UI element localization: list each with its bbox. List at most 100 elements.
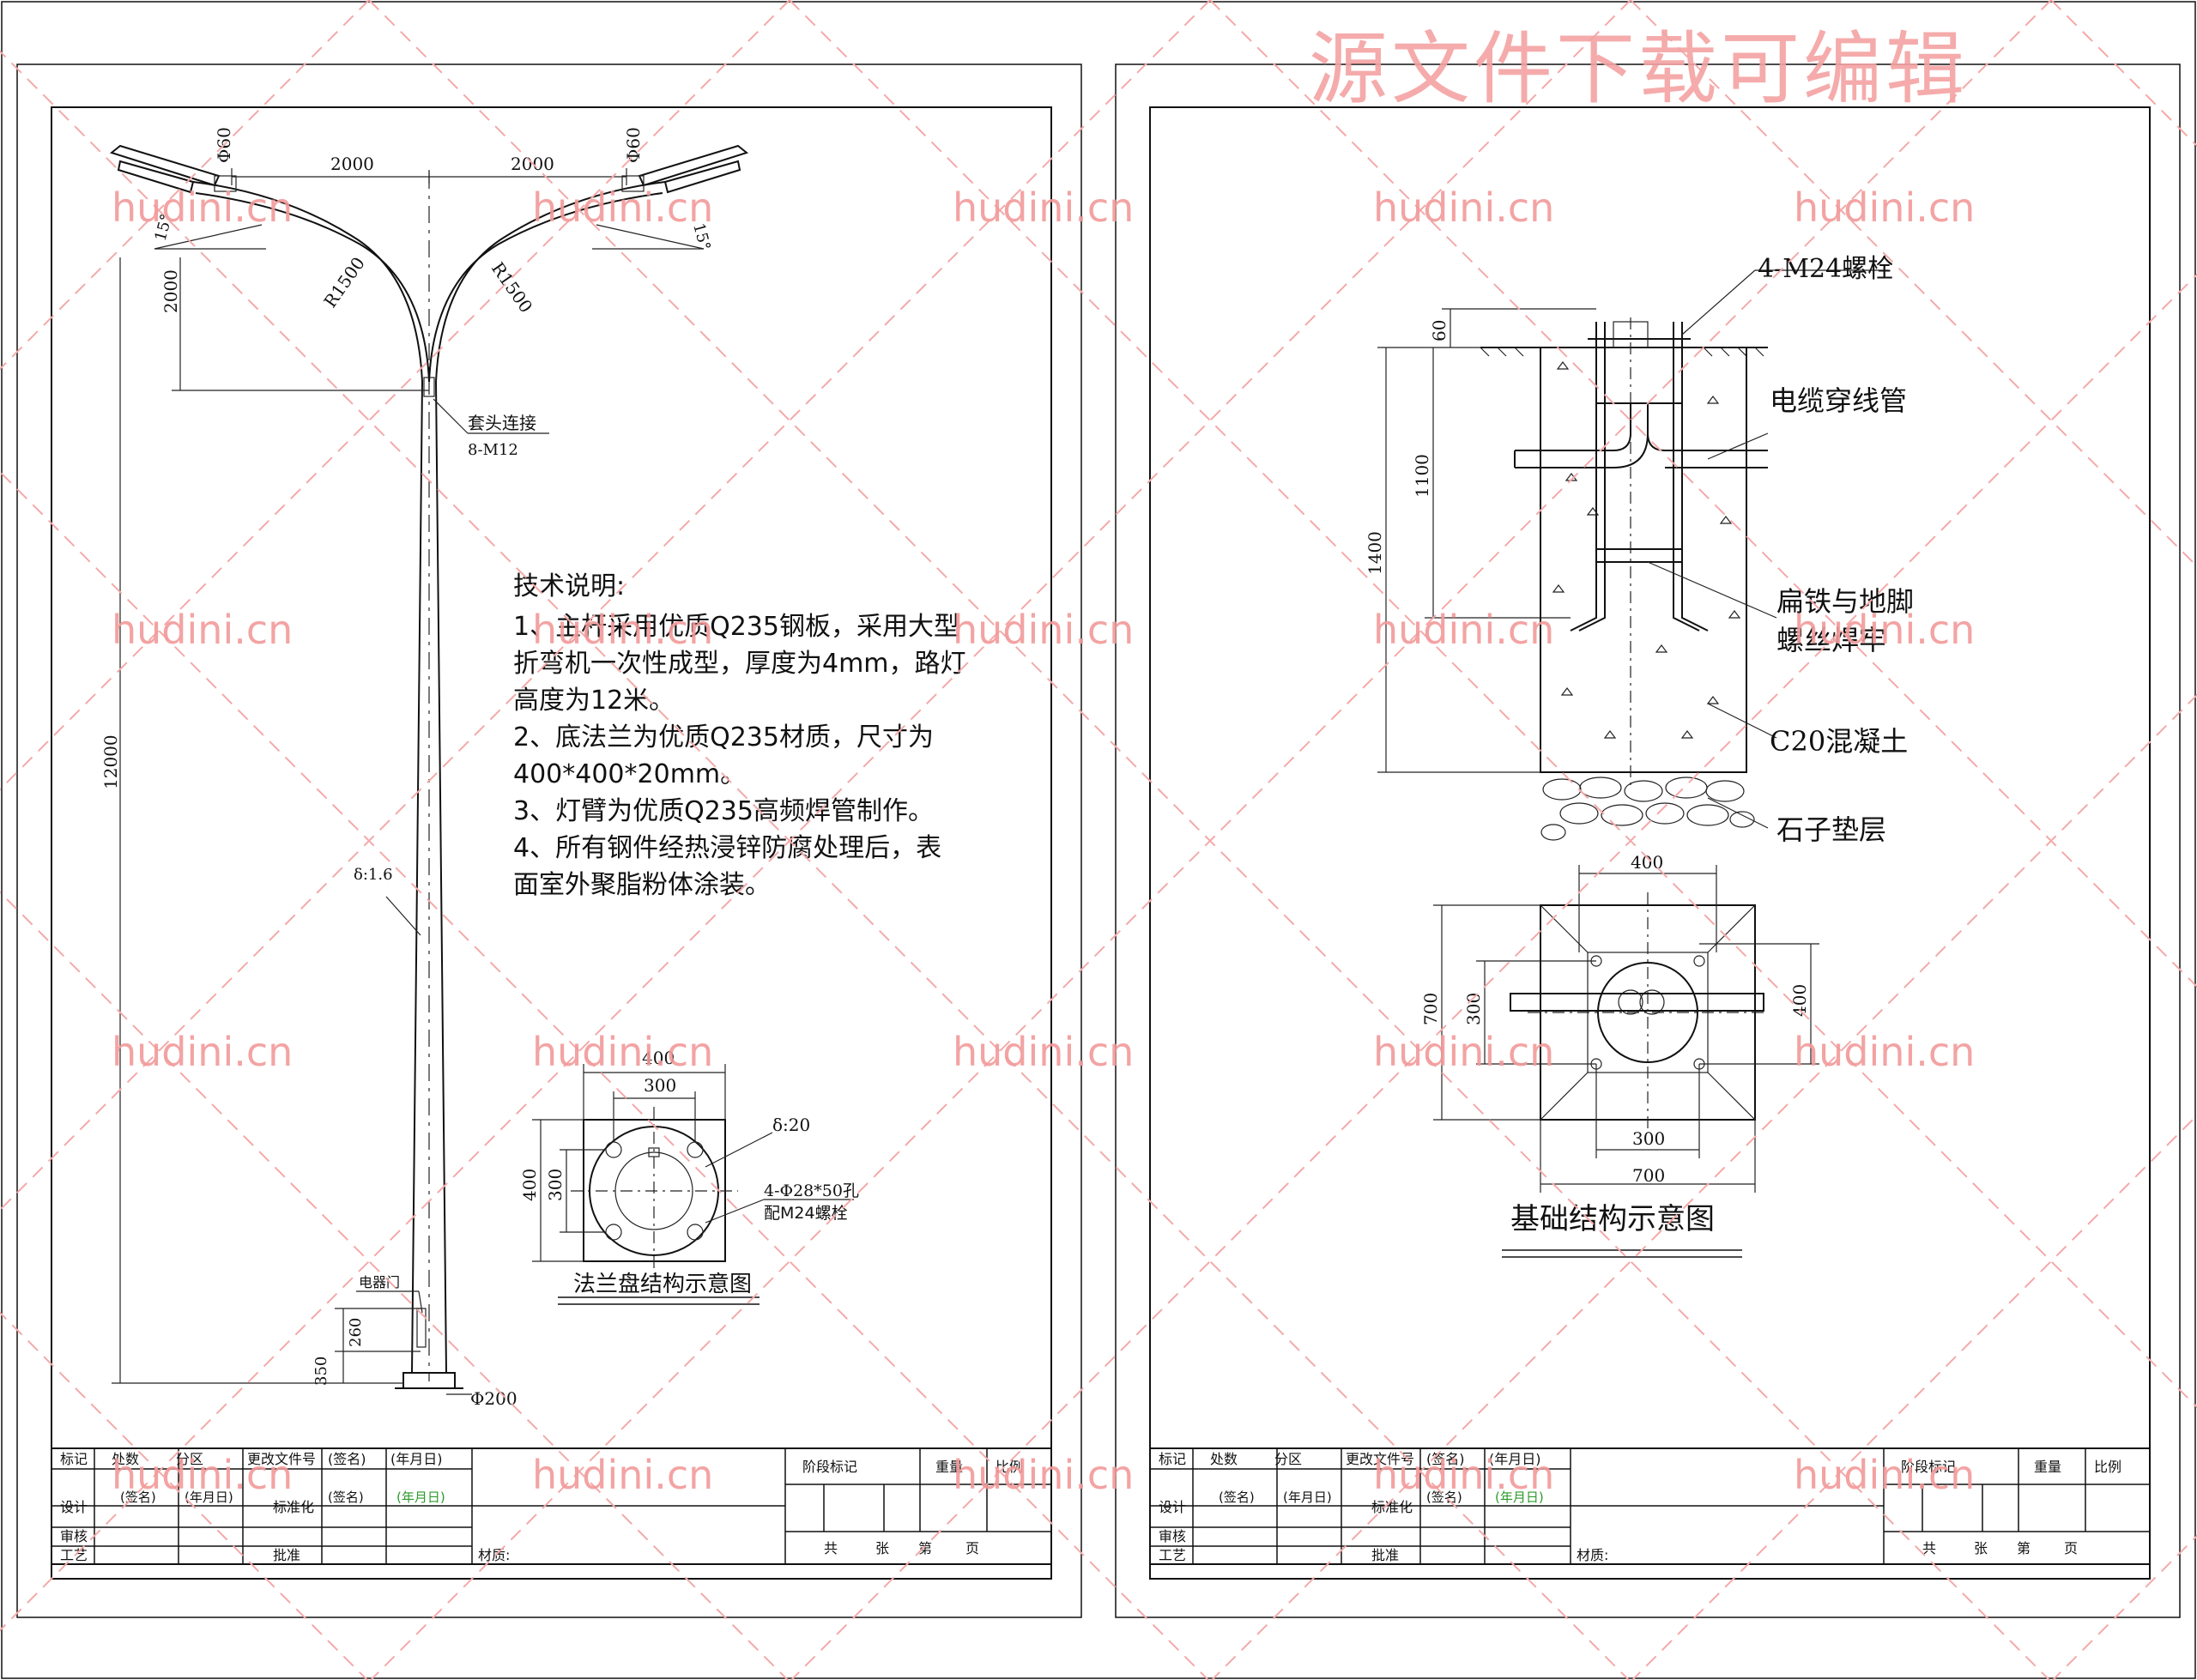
watermark-site-label: hudini.cn: [112, 1029, 293, 1075]
pole-dimensions: [112, 168, 705, 1395]
label-anchor-bolts: 4-M24螺栓: [1758, 254, 1893, 284]
title-block-1-labels: 标记 处数 分区 更改文件号 (签名) (年月日) 设计 (签名) (年月日) …: [60, 1451, 1023, 1563]
watermark-site-label: hudini.cn: [532, 184, 713, 231]
watermark-site-label: hudini.cn: [1373, 1029, 1554, 1075]
dim-1400: 1400: [1365, 531, 1385, 575]
tb1-page: 页: [965, 1540, 979, 1556]
tb2-zone: 分区: [1274, 1451, 1302, 1467]
flange-dim-400-left: 400: [519, 1169, 540, 1201]
tb2-count: 处数: [1210, 1451, 1238, 1467]
tb2-design-date: (年月日): [1283, 1490, 1332, 1505]
notes-line-4: 2、底法兰为优质Q235材质，尺寸为: [513, 722, 934, 752]
tb1-approve: 批准: [273, 1547, 300, 1563]
dim-60: 60: [1429, 320, 1450, 341]
tb2-mark: 标记: [1159, 1451, 1186, 1467]
title-block-1: [51, 1447, 1052, 1565]
notes-line-5: 400*400*20mm。: [513, 759, 746, 789]
watermark-site-label: hudini.cn: [953, 1452, 1134, 1498]
foundation-labels: 4-M24螺栓 电缆穿线管 扁铁与地脚 螺丝焊牢 C20混凝土 石子垫层 60 …: [1365, 254, 1914, 846]
watermark-texts: hudini.cn hudini.cn hudini.cn hudini.cn hudi…: [112, 184, 1975, 1498]
dim-pole-height: 12000: [100, 734, 121, 789]
label-gravel: 石子垫层: [1776, 813, 1886, 846]
label-flat-iron-1: 扁铁与地脚: [1776, 585, 1914, 618]
tb2-std-sign: (签名): [1426, 1490, 1462, 1505]
callout-joint: 套头连接: [468, 413, 536, 433]
tb1-check: 审核: [60, 1528, 88, 1544]
tb1-mark: 标记: [60, 1451, 88, 1467]
tb1-date: (年月日): [390, 1451, 443, 1467]
tb1-std-date: (年月日): [396, 1490, 445, 1505]
dim-1100: 1100: [1412, 454, 1432, 498]
tb2-design: 设计: [1159, 1499, 1186, 1515]
tb2-stage: 阶段标记: [1901, 1459, 1956, 1475]
watermark-site-label: hudini.cn: [532, 1029, 713, 1075]
title-block-2-labels: 标记 处数 分区 更改文件号 (签名) (年月日) 设计 (签名) (年月日) …: [1159, 1451, 2121, 1563]
flange-labels: 400 300 400 300 δ:20 4-Φ28*50孔 配M24螺栓 法兰…: [519, 1048, 859, 1297]
watermark-diagonal: [0, 0, 1211, 1212]
tb1-std-sign: (签名): [328, 1490, 364, 1505]
tb2-craft: 工艺: [1159, 1547, 1186, 1563]
technical-notes: 技术说明: 1、主杆采用优质Q235钢板，采用大型 折弯机一次性成型，厚度为4m…: [513, 571, 966, 900]
tb1-stage: 阶段标记: [802, 1459, 857, 1475]
notes-line-2: 折弯机一次性成型，厚度为4mm，路灯: [513, 649, 966, 679]
watermark-diagonal: [0, 50, 1630, 1680]
tb2-date: (年月日): [1489, 1451, 1541, 1467]
callout-joint-bolts: 8-M12: [468, 441, 518, 459]
watermark-diagonal: [1211, 693, 2197, 1680]
watermark-banner: 源文件下载可编辑: [1309, 23, 1968, 115]
pole-elevation: [109, 144, 749, 1389]
plan-dim-700-left: 700: [1420, 993, 1441, 1025]
dim-taper: δ:1.6: [354, 866, 393, 884]
tb2-page: 页: [2064, 1540, 2078, 1556]
watermark-diagonal: [1209, 0, 2197, 988]
tb1-design: 设计: [60, 1499, 88, 1515]
tb1-weight: 重量: [935, 1459, 963, 1475]
tb2-page-no: 第: [2017, 1540, 2031, 1556]
tb2-standard: 标准化: [1371, 1499, 1413, 1515]
plan-dim-300-bottom: 300: [1632, 1128, 1665, 1149]
tb1-material: 材质:: [478, 1547, 510, 1563]
tb1-total: 共: [824, 1540, 838, 1556]
watermark-site-label: hudini.cn: [1373, 1452, 1554, 1498]
dim-arm-left: 2000: [330, 154, 374, 174]
watermark-site-label: hudini.cn: [112, 607, 293, 653]
watermark-diagonal: [2050, 0, 2197, 148]
flange-dim-300-left: 300: [545, 1169, 566, 1201]
watermark-site-label: hudini.cn: [532, 607, 713, 653]
dim-radius-left: R1500: [319, 253, 368, 311]
watermark-site-label: hudini.cn: [953, 1029, 1134, 1075]
watermark-site-label: hudini.cn: [1794, 1452, 1975, 1498]
pole-dim-labels: 2000 2000 Φ60 Φ60 15° 15° R1500 R1500 20…: [100, 127, 714, 1409]
watermark-diagonal: [789, 0, 2197, 1409]
tb1-scale: 比例: [996, 1459, 1023, 1475]
title-block-2: [1149, 1447, 2151, 1565]
tb1-design-date: (年月日): [185, 1490, 233, 1505]
flange-caption: 法兰盘结构示意图: [573, 1272, 752, 1297]
notes-title: 技术说明:: [513, 571, 625, 601]
notes-line-6: 3、灯臂为优质Q235高频焊管制作。: [513, 796, 934, 826]
tb1-sheet: 张: [875, 1540, 889, 1556]
tb1-zone: 分区: [176, 1451, 203, 1467]
callout-door: 电器门: [359, 1274, 400, 1290]
tb1-standard: 标准化: [273, 1499, 314, 1515]
notes-line-7: 4、所有钢件经热浸锌防腐处理后，表: [513, 833, 941, 863]
tb2-scale: 比例: [2094, 1459, 2121, 1475]
tb1-count: 处数: [112, 1451, 139, 1467]
foundation-caption: 基础结构示意图: [1510, 1202, 1715, 1236]
label-concrete: C20混凝土: [1770, 725, 1908, 758]
tb1-sign: (签名): [328, 1451, 366, 1467]
watermark-diagonal: [1630, 0, 2197, 568]
watermark-site-label: hudini.cn: [112, 1452, 293, 1498]
flange-thickness: δ:20: [772, 1115, 810, 1135]
watermark-diagonal: [0, 1311, 368, 1680]
tb1-craft: 工艺: [60, 1547, 88, 1563]
dim-base-diameter: Φ200: [470, 1388, 517, 1409]
plan-dim-700-bottom: 700: [1632, 1165, 1665, 1186]
watermark-site-label: hudini.cn: [953, 184, 1134, 231]
dim-radius-right: R1500: [487, 258, 536, 317]
tb1-change-no: 更改文件号: [247, 1451, 316, 1467]
tb2-approve: 批准: [1371, 1547, 1399, 1563]
watermark-diagonal: [790, 273, 2197, 1680]
tb2-change-no: 更改文件号: [1346, 1451, 1414, 1467]
dim-phi60-right: Φ60: [623, 127, 644, 163]
